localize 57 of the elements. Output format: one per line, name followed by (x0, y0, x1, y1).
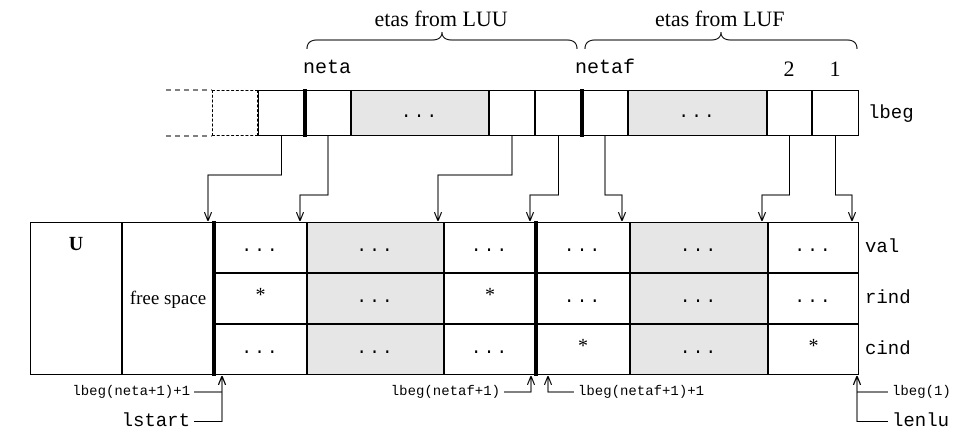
memory-block: free space (122, 222, 214, 375)
array-name: rind (865, 289, 911, 308)
table-cell: * (768, 324, 859, 375)
leader-arrow (504, 375, 536, 392)
pointer-arrow (434, 136, 512, 222)
table-cell: ... (214, 324, 307, 375)
table-cell: ... (444, 324, 536, 375)
array-cell (305, 90, 351, 136)
array-cell (812, 90, 859, 136)
table-cell: * (536, 324, 630, 375)
pointer-label: lenlu (892, 412, 950, 431)
pointer-arrow (296, 136, 328, 222)
table-cell: ... (214, 222, 307, 273)
pointer-label: lbeg(1) (892, 385, 951, 399)
index-label: netaf (575, 59, 636, 79)
table-cell: ... (307, 324, 444, 375)
table-cell: ... (768, 222, 859, 273)
group-label: etas from LUU (374, 8, 508, 30)
array-cell (535, 90, 582, 136)
leader-arrow (852, 375, 888, 422)
pointer-arrow (835, 136, 856, 222)
table-cell: ... (536, 222, 630, 273)
table-cell: ... (307, 273, 444, 324)
index-label: neta (303, 59, 352, 79)
array-cell (258, 90, 305, 136)
pointer-arrow (526, 136, 559, 222)
table-cell: ... (768, 273, 859, 324)
group-label: etas from LUF (655, 8, 785, 30)
array-cell (582, 90, 628, 136)
table-cell: ... (536, 273, 630, 324)
index-label: 2 (784, 58, 794, 80)
leader-arrow (544, 375, 574, 392)
pointer-label: lstart (122, 412, 190, 431)
pointer-label: lbeg(netaf+1)+1 (578, 385, 704, 399)
table-cell: ... (630, 324, 768, 375)
leader-arrow (194, 375, 226, 422)
array-cell: ... (628, 90, 767, 136)
index-label: 1 (830, 58, 840, 80)
pointer-arrow (204, 136, 282, 222)
table-cell: ... (630, 273, 768, 324)
pointer-label: lbeg(netaf+1) (390, 385, 500, 399)
table-cell: ... (307, 222, 444, 273)
table-cell: * (444, 273, 536, 324)
array-name: val (865, 238, 900, 257)
dashed-cell (212, 90, 258, 136)
pointer-arrow (758, 136, 790, 222)
table-cell: ... (630, 222, 768, 273)
array-cell (767, 90, 812, 136)
array-cell (489, 90, 535, 136)
array-name: cind (865, 340, 911, 359)
pointer-arrow (604, 136, 626, 222)
table-cell: * (214, 273, 307, 324)
array-cell: ... (351, 90, 489, 136)
memory-block: U (30, 222, 122, 375)
array-name: lbeg (868, 104, 914, 123)
pointer-label: lbeg(neta+1)+1 (72, 385, 190, 399)
table-cell: ... (444, 222, 536, 273)
